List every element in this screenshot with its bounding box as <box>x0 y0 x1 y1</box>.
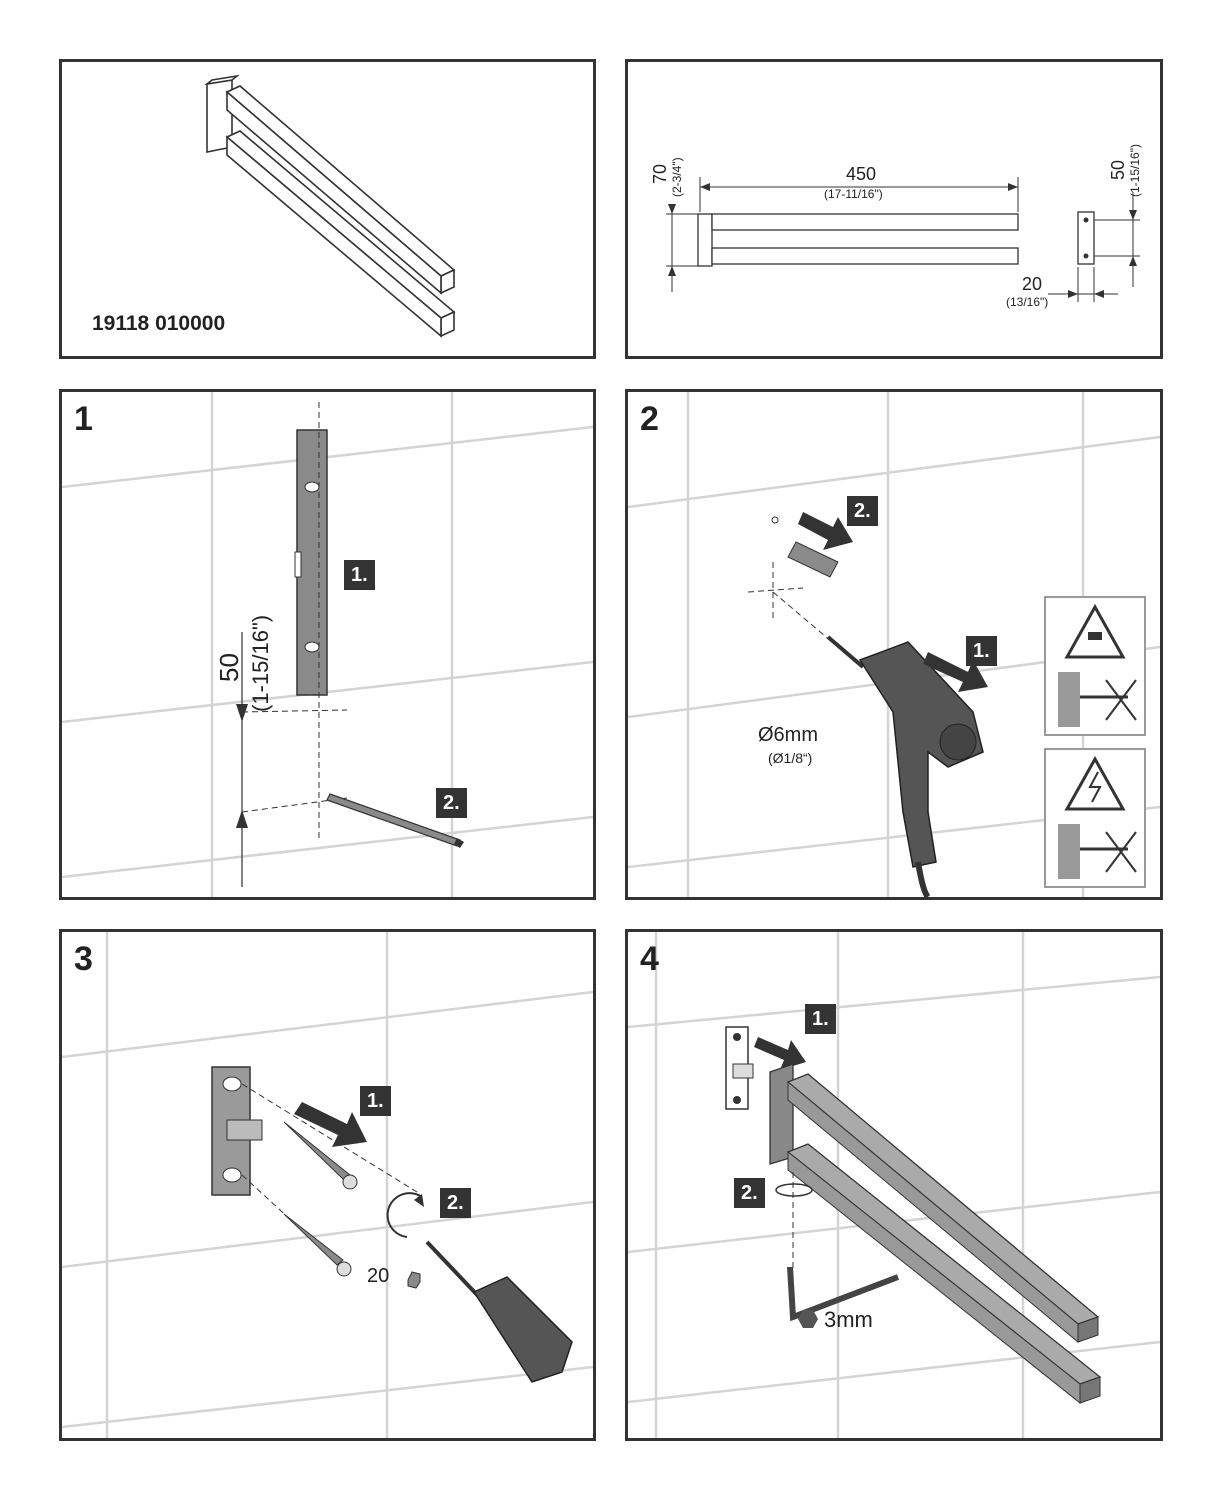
height-dimension: 70 <box>650 163 670 184</box>
measure-label: 50 <box>214 653 244 682</box>
step-4-illustration <box>628 932 1160 1438</box>
drill-size-label-inches: (Ø1/8“) <box>768 750 813 766</box>
step-number: 4 <box>640 940 659 978</box>
step-number: 3 <box>74 940 93 978</box>
step-badge-1: 1. <box>344 560 375 590</box>
wall-bracket <box>211 1066 263 1196</box>
depth-dimension-inches: (13/16") <box>1006 295 1049 309</box>
step-3-illustration <box>62 932 593 1438</box>
towel-bar <box>769 1063 1102 1405</box>
torx-size-label: 20 <box>367 1265 390 1287</box>
drill <box>826 635 984 897</box>
length-dimension-inches: (17-11/16") <box>824 187 883 201</box>
product-overview-panel: 19118 010000 <box>59 59 596 359</box>
step-badge-1: 1. <box>966 636 997 666</box>
screwdriver <box>425 1240 573 1383</box>
hex-key-size-label: 3mm <box>824 1307 873 1332</box>
height-dimension-inches: (2-3/4") <box>670 157 684 197</box>
tile-grid <box>62 932 593 1438</box>
bracket-spacing-dimension: 50 <box>1108 159 1128 180</box>
towel-bar-illustration <box>204 74 456 338</box>
hex-icon <box>798 1310 818 1328</box>
hex-key <box>787 1266 900 1322</box>
water-pipe-warning-icon <box>1044 596 1146 736</box>
spirit-level <box>294 429 328 696</box>
drill-size-label: Ø6mm <box>758 724 818 746</box>
step-badge-2: 2. <box>847 496 878 526</box>
step-3-panel: 3 1. 2. 20 <box>59 929 596 1441</box>
depth-dimension: 20 <box>1022 274 1043 294</box>
pencil <box>326 793 464 848</box>
length-dimension: 450 <box>846 164 877 184</box>
step-badge-2: 2. <box>436 788 467 818</box>
dimension-drawing-panel: 450 (17-11/16") 70 (2-3/4") 50 (1-15/16"… <box>625 59 1163 359</box>
wall-bracket <box>725 1026 754 1110</box>
step-1-illustration <box>62 392 593 897</box>
step-2-illustration <box>628 392 1160 897</box>
step-badge-1: 1. <box>360 1086 391 1116</box>
step-2-panel: 2 2. 1. Ø6mm (Ø1/8“) <box>625 389 1163 900</box>
electric-cable-warning-icon <box>1044 748 1146 888</box>
step-number: 2 <box>640 400 659 438</box>
step-badge-1: 1. <box>805 1004 836 1034</box>
step-badge-2: 2. <box>440 1188 471 1218</box>
step-1-panel: 1 1. 2. 50 (1-15/16") <box>59 389 596 900</box>
torx-icon <box>407 1271 421 1289</box>
step-badge-2: 2. <box>734 1178 765 1208</box>
model-number: 19118 010000 <box>92 312 226 335</box>
step-number: 1 <box>74 400 93 438</box>
measure-label-inches: (1-15/16") <box>248 614 273 712</box>
bracket-spacing-dimension-inches: (1-15/16") <box>1128 144 1142 197</box>
step-4-panel: 4 1. 2. 3mm <box>625 929 1163 1441</box>
dimension-drawing <box>666 177 1140 302</box>
